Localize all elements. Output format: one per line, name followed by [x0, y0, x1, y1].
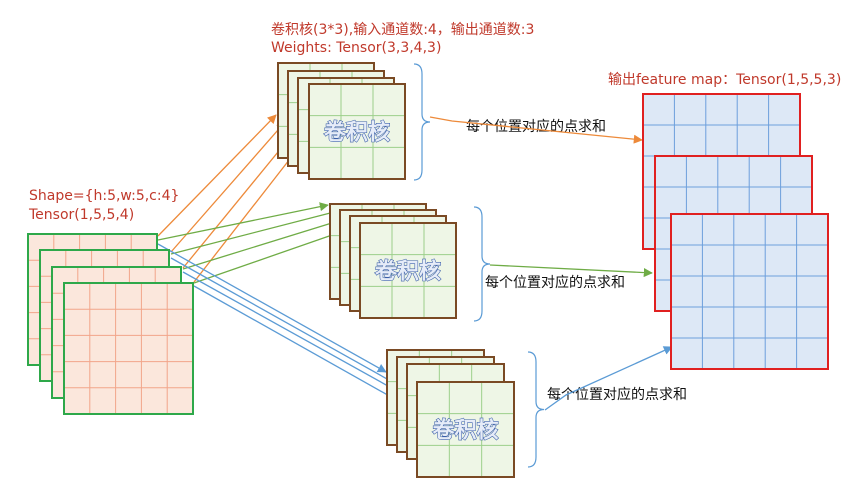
output-feature-map: [642, 93, 829, 370]
input-tensor-label: Tensor(1,5,5,4): [28, 207, 134, 223]
input-to-kernel-arrow-2-3: [182, 216, 349, 270]
input-to-kernel-arrow-3-4: [193, 285, 417, 412]
input-to-kernel-arrow-2-2: [170, 208, 339, 255]
input-to-kernel-arrow-1-2: [170, 121, 286, 253]
sum-arrow-1: [429, 116, 643, 144]
sum-arrow-2: [489, 264, 653, 278]
output-label: 输出feature map：Tensor(1,5,5,3): [608, 72, 841, 88]
sum-arrow-3: [544, 346, 673, 411]
kernel-title-line2: Weights: Tensor(3,3,4,3): [271, 40, 441, 56]
kernel-2-channel-4: [359, 222, 457, 319]
input-channel-4: [63, 282, 194, 415]
brackets: [413, 63, 545, 468]
kernel-3-channel-4: [416, 381, 515, 478]
kernel-1-channel-4: [308, 83, 406, 180]
input-shape-label: Shape={h:5,w:5,c:4}: [29, 188, 179, 204]
kernel-label-1: 卷积核: [323, 120, 390, 146]
input-to-kernel-arrow-1-1: [157, 114, 277, 237]
kernel-label-2: 卷积核: [374, 259, 441, 285]
sum-label-3: 每个位置对应的点求和: [547, 386, 687, 403]
input-tensor: [27, 233, 194, 415]
output-channel-3: [670, 213, 829, 370]
kernel-title-line1: 卷积核(3*3),输入通道数:4，输出通道数:3: [271, 22, 534, 38]
input-to-kernel-arrow-2-1: [157, 202, 329, 241]
kernel-bracket-2: [473, 206, 491, 322]
input-to-kernel-arrow-3-3: [182, 271, 407, 397]
sum-label-1: 每个位置对应的点求和: [466, 118, 606, 135]
input-to-kernel-arrow-3-2: [170, 257, 397, 385]
sum-label-2: 每个位置对应的点求和: [485, 274, 625, 291]
kernel-bracket-3: [527, 351, 545, 468]
input-to-kernel-arrow-3-1: [157, 243, 387, 373]
kernel-stack-1: 卷积核: [277, 62, 406, 180]
kernel-bracket-1: [413, 63, 431, 181]
kernel-stack-2: 卷积核: [329, 203, 457, 319]
kernel-label-3: 卷积核: [431, 418, 498, 444]
kernel-stack-3: 卷积核: [386, 349, 515, 478]
